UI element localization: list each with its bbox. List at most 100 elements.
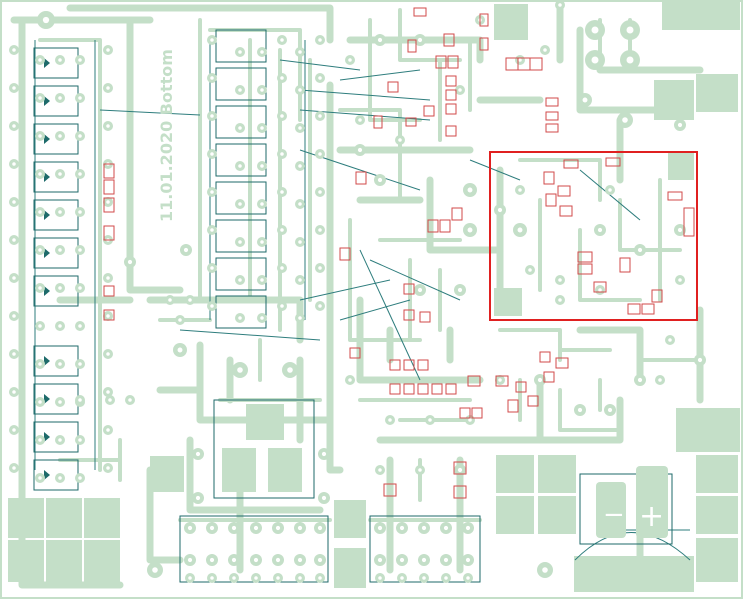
drill-hole: [280, 266, 284, 270]
drill-hole: [582, 97, 588, 103]
drill-hole: [298, 50, 302, 54]
drill-hole: [443, 525, 449, 531]
drill-hole: [428, 418, 432, 422]
drill-hole: [465, 557, 471, 563]
smd-component: [545, 97, 559, 107]
smd-component: [563, 159, 579, 169]
drill-hole: [260, 126, 264, 130]
smd-component: [339, 247, 351, 261]
drill-hole: [421, 557, 427, 563]
drill-hole: [378, 468, 382, 472]
drill-hole: [238, 202, 242, 206]
capacitor-footprint: − +: [596, 466, 668, 538]
drill-hole: [399, 525, 405, 531]
drill-hole: [106, 124, 110, 128]
drill-hole: [12, 314, 16, 318]
drill-hole: [106, 314, 110, 318]
drill-hole: [348, 378, 352, 382]
drill-hole: [637, 247, 643, 253]
smd-component: [417, 359, 429, 371]
drill-hole: [388, 418, 392, 422]
drill-hole: [317, 557, 323, 563]
smd-footprints: [103, 7, 695, 499]
drill-hole: [422, 576, 426, 580]
drill-hole: [38, 172, 42, 176]
smd-component: [545, 111, 559, 121]
smd-component: [557, 185, 571, 197]
drill-hole: [558, 278, 562, 282]
drill-hole: [318, 228, 322, 232]
drill-hole: [58, 438, 62, 442]
drill-hole: [12, 48, 16, 52]
drill-hole: [697, 357, 703, 363]
drill-hole: [78, 286, 82, 290]
drill-hole: [38, 476, 42, 480]
drill-hole: [58, 324, 62, 328]
drill-hole: [377, 37, 383, 43]
capacitor-plus-label: +: [639, 499, 664, 534]
drill-hole: [238, 164, 242, 168]
smd-component: [641, 303, 655, 315]
drill-hole: [238, 50, 242, 54]
drill-hole: [58, 96, 62, 100]
smd-component: [413, 7, 427, 17]
smd-component: [435, 55, 447, 69]
smd-component: [543, 171, 555, 185]
drill-hole: [78, 324, 82, 328]
drill-hole: [210, 266, 214, 270]
smd-component: [539, 351, 551, 363]
drill-hole: [317, 525, 323, 531]
drill-hole: [58, 172, 62, 176]
drill-hole: [276, 576, 280, 580]
smd-component: [405, 117, 417, 127]
selection-box[interactable]: [489, 151, 698, 321]
drill-hole: [78, 210, 82, 214]
relay-driver-column: [215, 29, 267, 329]
drill-hole: [457, 467, 463, 473]
smd-component: [543, 371, 555, 383]
drill-hole: [38, 210, 42, 214]
smd-component: [373, 115, 383, 129]
drill-hole: [318, 266, 322, 270]
drill-hole: [467, 227, 473, 233]
drill-hole: [78, 438, 82, 442]
smd-component: [555, 357, 569, 369]
smd-component: [651, 289, 663, 303]
smd-component: [527, 395, 539, 407]
smd-component: [529, 57, 543, 71]
smd-component: [407, 39, 417, 53]
drill-hole: [12, 428, 16, 432]
drill-hole: [210, 114, 214, 118]
power-traces: [10, 1, 704, 589]
drill-hole: [183, 247, 189, 253]
smd-component: [427, 219, 439, 233]
drill-hole: [357, 147, 363, 153]
drill-hole: [188, 576, 192, 580]
drill-hole: [418, 468, 422, 472]
drill-hole: [106, 276, 110, 280]
drill-hole: [318, 38, 322, 42]
drill-hole: [458, 88, 462, 92]
drill-hole: [318, 304, 322, 308]
drill-hole: [280, 76, 284, 80]
drill-hole: [106, 200, 110, 204]
drill-hole: [38, 362, 42, 366]
drill-hole: [210, 190, 214, 194]
drill-hole: [38, 58, 42, 62]
drill-hole: [607, 407, 613, 413]
smd-component: [479, 37, 489, 51]
drill-hole: [298, 164, 302, 168]
drill-hole: [677, 227, 683, 233]
smd-component: [103, 163, 115, 179]
drill-hole: [260, 88, 264, 92]
drill-hole: [210, 228, 214, 232]
drill-hole: [209, 557, 215, 563]
board-date-label: 11.01.2020 Bottom: [157, 49, 176, 222]
drill-hole: [443, 557, 449, 563]
drill-hole: [260, 50, 264, 54]
drill-hole: [210, 576, 214, 580]
drill-hole: [128, 398, 132, 402]
smd-component: [627, 303, 641, 315]
drill-hole: [78, 58, 82, 62]
